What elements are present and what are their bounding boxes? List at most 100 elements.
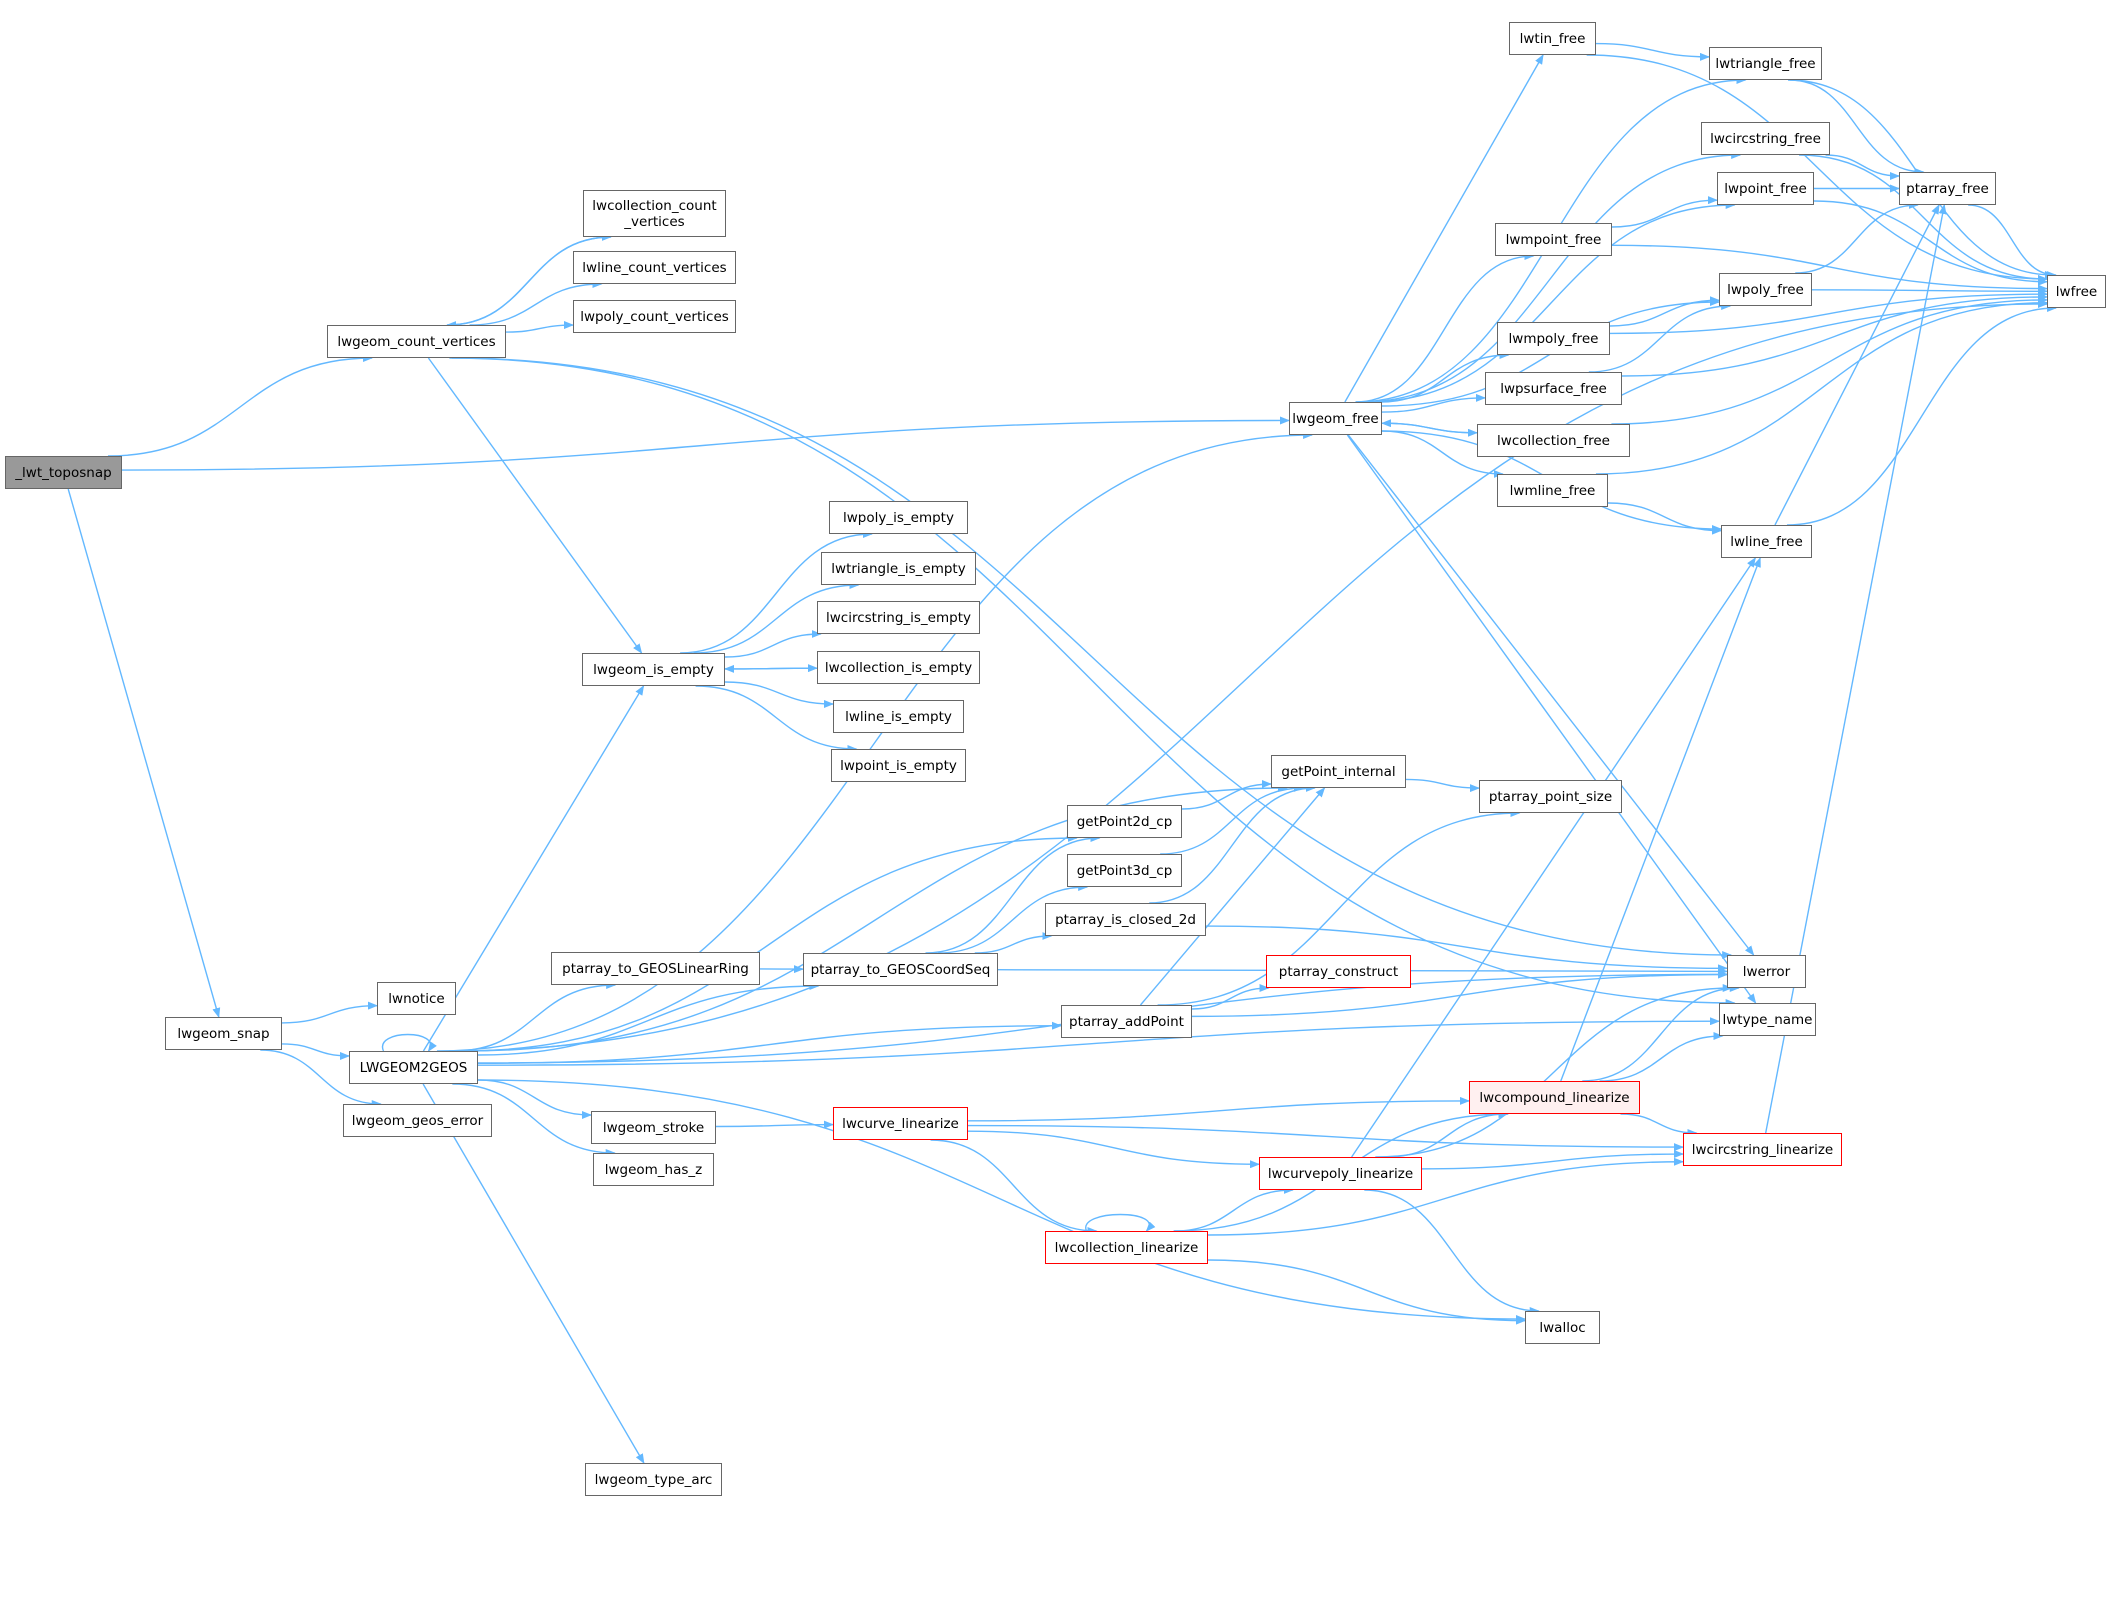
node-lwcircstring-free[interactable]: lwcircstring_free xyxy=(1701,122,1830,155)
edge-lwcurve_linearize-to-lwcircstring_linearize xyxy=(967,1124,1684,1152)
edge-lwline_free-to-ptarray_free xyxy=(1774,204,1940,526)
edge-lwgeom_snap-to-lwgeom_geos_error xyxy=(260,1049,382,1108)
node-lwpsurface-free[interactable]: lwpsurface_free xyxy=(1485,372,1622,405)
edge-LWGEOM2GEOS-to-lwgeom_stroke xyxy=(477,1079,592,1119)
edges xyxy=(67,42,2058,1464)
edge-ptarray_addPoint-to-lwerror xyxy=(1191,970,1728,1018)
node-lwtriangle-is-empty[interactable]: lwtriangle_is_empty xyxy=(821,552,976,585)
edge-lwcurve_linearize-to-lwcompound_linearize xyxy=(967,1096,1470,1122)
node-lwtype-name[interactable]: lwtype_name xyxy=(1719,1003,1816,1036)
node-lwgeom-is-empty[interactable]: lwgeom_is_empty xyxy=(582,653,725,686)
edge-lwcompound_linearize-to-lwline_free xyxy=(1560,557,1761,1082)
edge-getPoint3d_cp-to-getPoint_internal xyxy=(1160,784,1304,855)
edge-lwgeom_is_empty-to-lwcircstring_is_empty xyxy=(724,630,822,658)
edge-ptarray_addPoint-to-getPoint_internal xyxy=(1139,787,1326,1006)
edge-ptarray_is_closed_2d-to-getPoint_internal xyxy=(1149,784,1316,904)
edge-ptarray_to_GEOSCoordSeq-to-ptarray_is_closed_2d xyxy=(974,932,1053,954)
edge-LWGEOM2GEOS-to-lwalloc xyxy=(477,1079,1526,1324)
edge-lwcurvepoly_linearize-to-lwalloc xyxy=(1364,1189,1540,1315)
node-lwalloc[interactable]: lwalloc xyxy=(1525,1311,1600,1344)
node-ptarray-addpoint[interactable]: ptarray_addPoint xyxy=(1061,1005,1192,1038)
node-getpoint3d-cp[interactable]: getPoint3d_cp xyxy=(1067,854,1182,887)
edge-lwcollection_linearize-to-lwalloc xyxy=(1207,1259,1526,1325)
node-lwgeom-geos-error[interactable]: lwgeom_geos_error xyxy=(343,1104,492,1137)
node-lwline-free[interactable]: lwline_free xyxy=(1721,525,1812,558)
edge-LWGEOM2GEOS-to-lwgeom_type_arc xyxy=(422,1083,645,1464)
edge-lwgeom_free-to-lwmline_free xyxy=(1381,430,1504,478)
edge-LWGEOM2GEOS-to-lwtype_name xyxy=(477,1017,1720,1066)
edge-lwgeom_count_vertices-to-lwgeom_is_empty xyxy=(427,357,643,654)
edge-ptarray_to_GEOSCoordSeq-to-getPoint3d_cp xyxy=(937,883,1089,954)
node-lwcollection-count-vertices[interactable]: lwcollection_count _vertices xyxy=(583,190,726,237)
edge-ptarray_to_GEOSCoordSeq-to-getPoint2d_cp xyxy=(925,834,1101,954)
node-ptarray-is-closed-2d[interactable]: ptarray_is_closed_2d xyxy=(1045,903,1206,936)
node-lwgeom-free[interactable]: lwgeom_free xyxy=(1289,402,1382,435)
node-lwtin-free[interactable]: lwtin_free xyxy=(1509,22,1596,55)
node-lwcollection-free[interactable]: lwcollection_free xyxy=(1477,424,1630,457)
node-lwpoly-is-empty[interactable]: lwpoly_is_empty xyxy=(829,501,968,534)
edge-LWGEOM2GEOS-self xyxy=(381,1033,437,1052)
edge-lwgeom_is_empty-to-lwline_is_empty xyxy=(724,681,834,708)
edge-LWGEOM2GEOS-to-lwfree xyxy=(448,300,2048,1052)
node-lwgeom-stroke[interactable]: lwgeom_stroke xyxy=(591,1111,716,1144)
edge-lwcurvepoly_linearize-to-lwerror xyxy=(1375,984,1733,1158)
node-lwcompound-linearize[interactable]: lwcompound_linearize xyxy=(1469,1081,1640,1114)
node-lwcircstring-is-empty[interactable]: lwcircstring_is_empty xyxy=(817,601,980,634)
edge-lwcollection_linearize-to-lwcurvepoly_linearize xyxy=(1174,1186,1294,1232)
node-lwcollection-linearize[interactable]: lwcollection_linearize xyxy=(1045,1231,1208,1264)
edge-LWGEOM2GEOS-to-lwgeom_free xyxy=(436,431,1314,1052)
node-getpoint-internal[interactable]: getPoint_internal xyxy=(1271,755,1406,788)
edge-lwgeom_free-to-lwtin_free xyxy=(1344,54,1544,403)
node-lwgeom-count-vertices[interactable]: lwgeom_count_vertices xyxy=(327,325,506,358)
edge-lwtin_free-to-lwtriangle_free xyxy=(1595,42,1710,61)
node-lwerror[interactable]: lwerror xyxy=(1727,955,1806,988)
node-lwgeom-has-z[interactable]: lwgeom_has_z xyxy=(593,1153,714,1186)
edge-lwt_toposnap-to-lwgeom_count_vertices xyxy=(107,354,374,457)
node-ptarray-point-size[interactable]: ptarray_point_size xyxy=(1479,780,1622,813)
node-lwline-is-empty[interactable]: lwline_is_empty xyxy=(833,700,964,733)
node-lwpoint-free[interactable]: lwpoint_free xyxy=(1717,172,1814,205)
node-ptarray-to-geoscoordseq[interactable]: ptarray_to_GEOSCoordSeq xyxy=(803,953,998,986)
node-lwnotice[interactable]: lwnotice xyxy=(377,982,456,1015)
edge-lwpsurface_free-to-lwfree xyxy=(1621,292,2048,377)
edge-lwcollection_is_empty-to-lwgeom_is_empty xyxy=(724,664,818,673)
edge-lwgeom_is_empty-to-lwpoint_is_empty xyxy=(695,685,858,753)
edge-LWGEOM2GEOS-to-lwgeom_has_z xyxy=(452,1083,616,1157)
node-lwmpoly-free[interactable]: lwmpoly_free xyxy=(1497,322,1610,355)
node-lwpoly-count-vertices[interactable]: lwpoly_count_vertices xyxy=(573,300,736,333)
node-lwfree[interactable]: lwfree xyxy=(2047,275,2106,308)
edge-lwgeom_count_vertices-to-lwline_count_vertices xyxy=(469,280,603,326)
edge-lwtriangle_free-to-ptarray_free xyxy=(1789,79,1925,176)
node-lwcollection-is-empty[interactable]: lwcollection_is_empty xyxy=(817,651,980,684)
node-lwgeom2geos[interactable]: LWGEOM2GEOS xyxy=(349,1051,478,1084)
node-lwpoint-is-empty[interactable]: lwpoint_is_empty xyxy=(831,749,966,782)
node-ptarray-free[interactable]: ptarray_free xyxy=(1899,172,1996,205)
node-lwcurve-linearize[interactable]: lwcurve_linearize xyxy=(833,1107,968,1140)
node-lwgeom-type-arc[interactable]: lwgeom_type_arc xyxy=(585,1463,722,1496)
edge-lwgeom_free-to-lwmpoint_free xyxy=(1355,252,1535,403)
edge-lwtin_free-to-lwfree xyxy=(1586,54,2048,283)
edge-lwgeom_count_vertices-to-lwpoly_count_vertices xyxy=(505,321,574,333)
node-getpoint2d-cp[interactable]: getPoint2d_cp xyxy=(1067,805,1182,838)
edge-lwgeom_snap-to-lwnotice xyxy=(281,1001,378,1024)
node-ptarray-to-geoslinearring[interactable]: ptarray_to_GEOSLinearRing xyxy=(551,952,760,985)
edge-lwmpoint_free-to-lwpoint_free xyxy=(1611,196,1718,228)
node-lwcircstring-linearize[interactable]: lwcircstring_linearize xyxy=(1683,1133,1842,1166)
node-lwcurvepoly-linearize[interactable]: lwcurvepoly_linearize xyxy=(1259,1157,1422,1190)
edge-getPoint2d_cp-to-getPoint_internal xyxy=(1181,780,1272,810)
edge-LWGEOM2GEOS-to-lwgeom_is_empty xyxy=(422,685,645,1052)
node-lwmline-free[interactable]: lwmline_free xyxy=(1497,474,1608,507)
edge-lwcollection_free-to-lwfree xyxy=(1611,295,2048,425)
node-ptarray-construct[interactable]: ptarray_construct xyxy=(1266,955,1411,988)
edge-lwpoly_free-to-ptarray_free xyxy=(1795,201,1919,274)
node-lwpoly-free[interactable]: lwpoly_free xyxy=(1719,273,1812,306)
node-lwmpoint-free[interactable]: lwmpoint_free xyxy=(1495,223,1612,256)
edge-lwgeom_free-to-lwpsurface_free xyxy=(1381,393,1486,413)
edge-lwcircstring_linearize-to-ptarray_free xyxy=(1764,204,1947,1134)
edge-ptarray_is_closed_2d-to-lwerror xyxy=(1205,925,1728,973)
node-lwgeom-snap[interactable]: lwgeom_snap xyxy=(165,1017,282,1050)
edge-lwpoint_free-to-lwfree xyxy=(1813,200,2048,286)
node-lwtriangle-free[interactable]: lwtriangle_free xyxy=(1709,47,1822,80)
node-lwline-count-vertices[interactable]: lwline_count_vertices xyxy=(573,251,736,284)
